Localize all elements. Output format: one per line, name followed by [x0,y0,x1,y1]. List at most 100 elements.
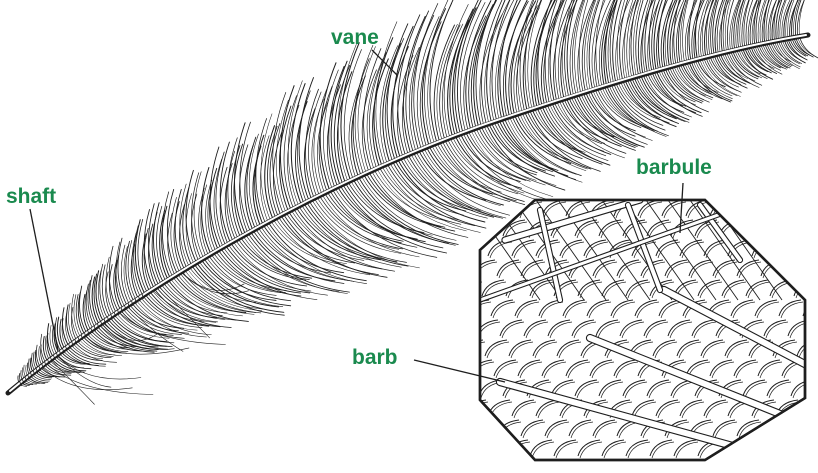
vane-barb-stroke [36,345,40,367]
vane-barb-stroke [106,272,112,316]
barbule-hook [517,462,539,468]
barbule-hook [787,422,809,438]
vane-barb-stroke [494,122,553,172]
vane-barb-stroke [793,0,814,38]
barbule-hook [763,422,785,438]
barbule-hook [469,462,491,468]
barbule-hook [779,460,801,468]
vane-barb-stroke [656,71,701,113]
barbule-hook [541,462,563,468]
barbule-hook [427,422,449,438]
barbule-hook [437,340,459,356]
barbule-hook [745,222,767,238]
barbule-hook [802,242,818,258]
barbule-hook [418,402,440,418]
barbule-hook [451,262,473,278]
barbule-hook [782,200,804,216]
vane-barb-stroke [330,191,417,248]
barbule-hook [482,440,504,456]
shaft-leader-line [30,209,58,350]
barbule-hook [440,400,462,416]
barbule-hook [436,442,458,458]
barbule-hook [802,402,818,418]
barbule-hook [458,440,480,456]
barbule-hook [809,260,818,276]
barbule-hook [805,302,818,318]
barbule-hook [746,440,768,456]
barb-detail-inset [410,200,818,468]
barbule-hook [589,462,611,468]
barbule-hook [758,200,780,216]
barbule-hook [425,420,447,436]
barbule-hook [493,462,515,468]
barbule-hook [434,280,456,296]
vane-barb-stroke [343,184,447,253]
vane-barb-stroke [590,91,635,131]
barbule-hook [421,462,443,468]
vane-barb-stroke [588,92,648,145]
barbule-hook [434,440,456,456]
barbule-hook [424,362,446,378]
vane-barb-stroke [322,195,419,257]
barbule-hook [661,462,683,468]
vane-barb-stroke [147,293,204,321]
barbule-hook [800,240,818,256]
barbule-hook [736,202,758,218]
vane-barb-stroke [450,138,510,185]
barbule-hook [814,322,818,338]
barbule-hook [757,462,779,468]
barbule-hook [733,462,755,468]
vane-label: vane [331,27,379,48]
barbule-hook [457,382,479,398]
barbule-hook [778,242,800,258]
barbule-hook [430,322,452,338]
vane-barb-stroke [192,173,202,260]
barbule-hook [787,262,809,278]
barbule-hook [785,420,807,436]
vane-barb-stroke [499,120,558,170]
barbule-hook [685,462,707,468]
vane-barb-stroke [281,216,379,275]
barbule-hook [460,282,482,298]
vane-barb-stroke [437,143,501,192]
barbule-hook [743,220,765,236]
vane-barb-stroke [72,294,79,339]
barbule-hook [455,380,477,396]
barbule-hook [484,442,506,458]
barbule-hook [755,460,777,468]
barbule-hook [433,382,455,398]
barb-label: barb [352,347,398,368]
barbule-hook [419,460,441,468]
barbule-hook [439,342,461,358]
barbule-hook [731,460,753,468]
barbule-hook [808,202,818,218]
barbule-hook [772,442,794,458]
barbule-hook [796,442,818,458]
barbule-hook [445,302,467,318]
vane-barb-stroke [210,147,221,249]
barbule-label: barbule [636,157,712,178]
barbule-hook [565,462,587,468]
vane-barb-stroke [268,126,278,218]
vane-barb-stroke [99,325,157,351]
barbule-hook [769,222,791,238]
barbule-hook [767,220,789,236]
barbule-hook [785,260,807,276]
vane-barb-stroke [228,138,238,239]
barbule-hook [442,402,464,418]
barbule-hook [443,460,465,468]
barbule-hook [806,200,818,216]
barbule-hook [454,322,476,338]
barbule-hook [734,200,756,216]
barbule-hook [781,462,803,468]
barbule-hook [416,400,438,416]
barbule-hook [770,440,792,456]
vane-barb-stroke [167,189,177,274]
barbule-hook [491,460,513,468]
barbule-hook [760,202,782,218]
barbule-hook [808,362,818,378]
barbule-hook [803,460,818,468]
vane-barb-stroke [414,4,438,150]
barbule-hook [473,420,495,436]
